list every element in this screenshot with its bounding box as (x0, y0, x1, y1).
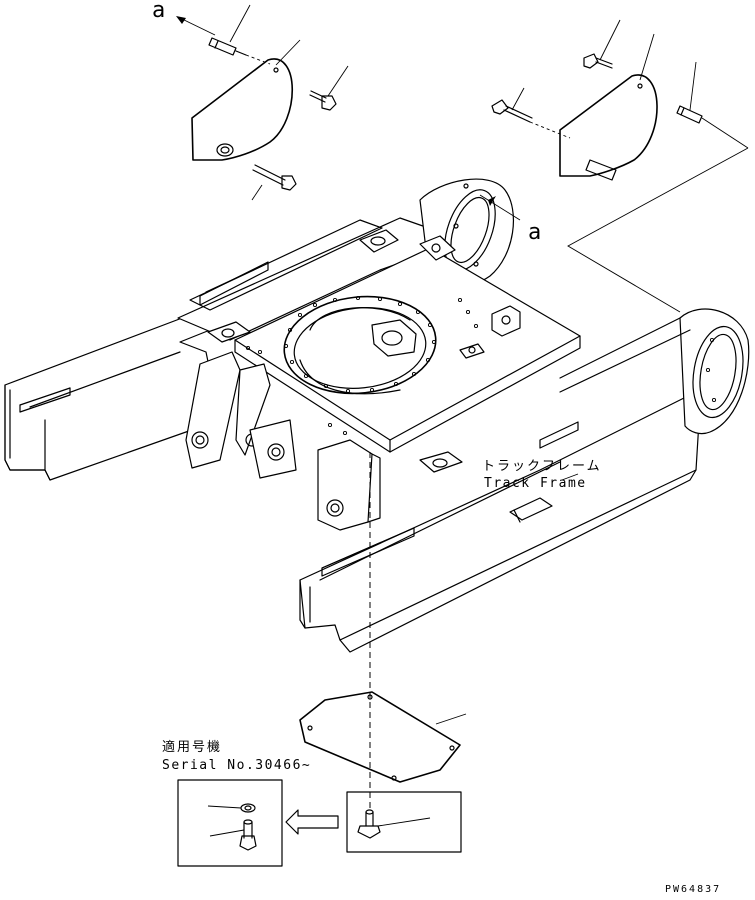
view-marker-top: a (152, 0, 166, 23)
cover-right (559, 33, 658, 181)
serial-number-label: Serial No.30466~ (162, 758, 312, 773)
bolt-right-lower (491, 87, 571, 139)
cover-left-group (176, 4, 349, 201)
track-frame (4, 178, 750, 810)
pin-right (676, 61, 749, 149)
track-frame-label-en: Track Frame (484, 476, 587, 491)
detail-box-current (346, 791, 462, 853)
detail-box-alt (177, 779, 283, 867)
plate-bolt-holes (245, 297, 479, 436)
under-cover (299, 691, 467, 783)
bolt-right-upper (583, 19, 621, 69)
bolt-left-upper (309, 65, 349, 111)
bolt-left-lower (251, 164, 297, 201)
bolt-under (357, 809, 431, 839)
view-marker-frame: a (528, 220, 542, 245)
washer-alt (207, 803, 256, 813)
track-frame-label-jp: トラックフレーム (482, 459, 602, 474)
drawing-code: PW64837 (665, 884, 722, 895)
cover-left (191, 39, 301, 161)
applicable-label-jp: 適用号機 (162, 740, 223, 755)
race-bolt-holes (283, 295, 437, 394)
cover-right-group (491, 19, 749, 313)
bolt-alt (209, 819, 257, 851)
replacement-arrow (285, 809, 339, 835)
bolt-upper-left-pin (208, 4, 271, 65)
